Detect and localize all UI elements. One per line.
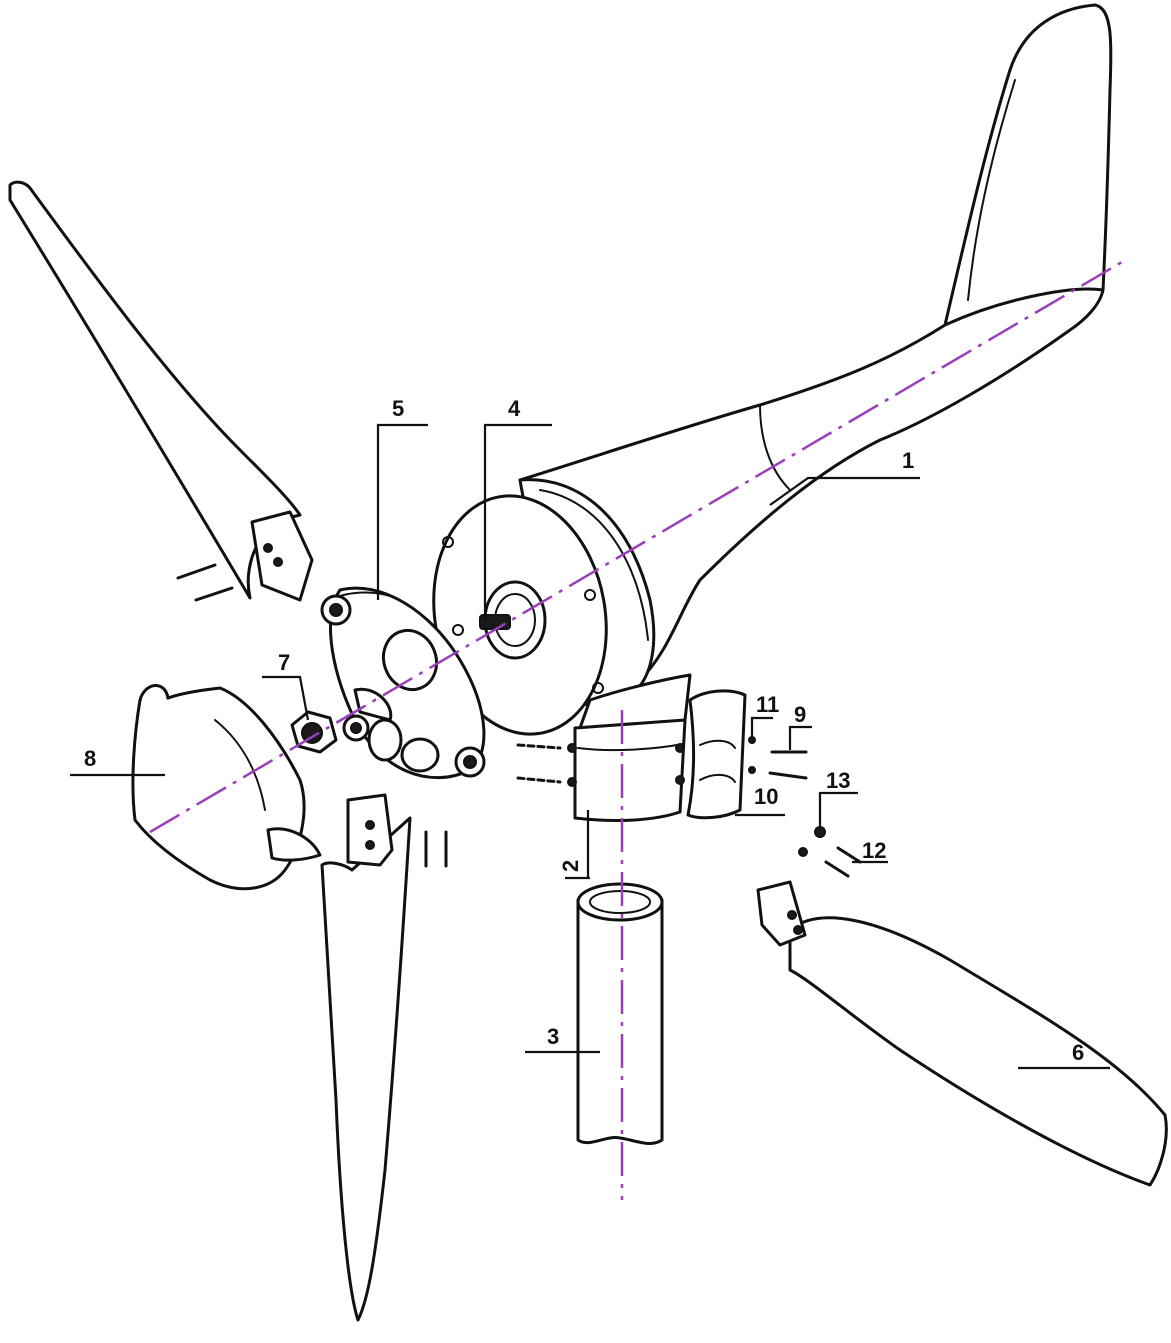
callout-2: 2 (558, 860, 583, 872)
yaw-base (567, 673, 692, 822)
generator-body (432, 3, 1113, 736)
nose-cone (131, 684, 322, 891)
callout-3: 3 (547, 1024, 559, 1049)
callout-6: 6 (1072, 1040, 1084, 1065)
callout-8: 8 (84, 746, 96, 771)
callout-7: 7 (278, 650, 290, 675)
leader-lines (70, 423, 1110, 1070)
clamp-bracket (686, 689, 747, 820)
tower-pole (576, 882, 664, 1145)
callout-4: 4 (508, 396, 521, 421)
callout-1: 1 (902, 448, 914, 473)
callout-10: 10 (754, 784, 778, 809)
blade-bottom (320, 793, 448, 1322)
callout-5: 5 (392, 396, 404, 421)
callout-9: 9 (794, 702, 806, 727)
axis-lines (149, 260, 1123, 1200)
callout-12: 12 (862, 838, 886, 863)
blade-upper-left (8, 180, 314, 602)
callout-11: 11 (756, 692, 779, 717)
callout-13: 13 (826, 768, 850, 793)
hub-plate (320, 586, 486, 780)
generator-housing (518, 287, 1105, 682)
blade-lower-right (756, 826, 1168, 1187)
callout-labels: 1 2 3 4 5 6 7 8 9 10 11 12 13 (84, 396, 1084, 1065)
base-bolts (516, 743, 562, 784)
